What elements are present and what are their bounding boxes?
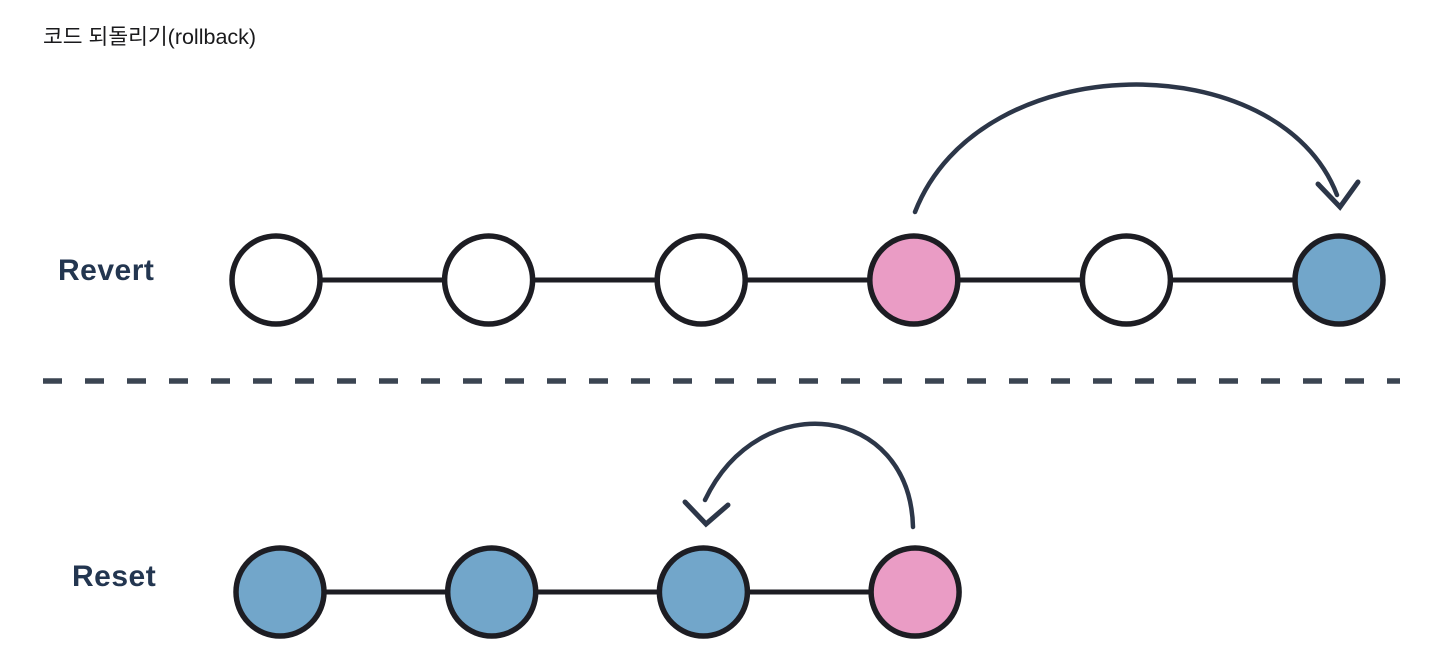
reset-commit-node-1-blue (233, 545, 327, 639)
reset-arrowhead-icon (682, 499, 731, 528)
reset-commit-node-3-blue (656, 545, 751, 639)
revert-commit-node-6-blue (1292, 233, 1386, 327)
revert-commit-node-1-white (229, 233, 323, 327)
reset-commit-node-2-blue (444, 545, 539, 639)
revert-arrowhead-icon (1315, 179, 1361, 211)
page-title: 코드 되돌리기(rollback) (43, 25, 257, 49)
revert-commit-node-5-white (1079, 233, 1174, 327)
revert-arrow-curve (912, 82, 1340, 215)
reset-arrow-curve (702, 421, 916, 530)
revert-commit-node-2-white (441, 233, 536, 327)
revert-commit-node-3-white (654, 233, 748, 327)
revert-row-label: Revert (58, 254, 155, 287)
reset-row-label: Reset (72, 560, 157, 593)
reset-commit-node-4-pink (868, 545, 962, 639)
revert-commit-node-4-pink (867, 233, 961, 327)
